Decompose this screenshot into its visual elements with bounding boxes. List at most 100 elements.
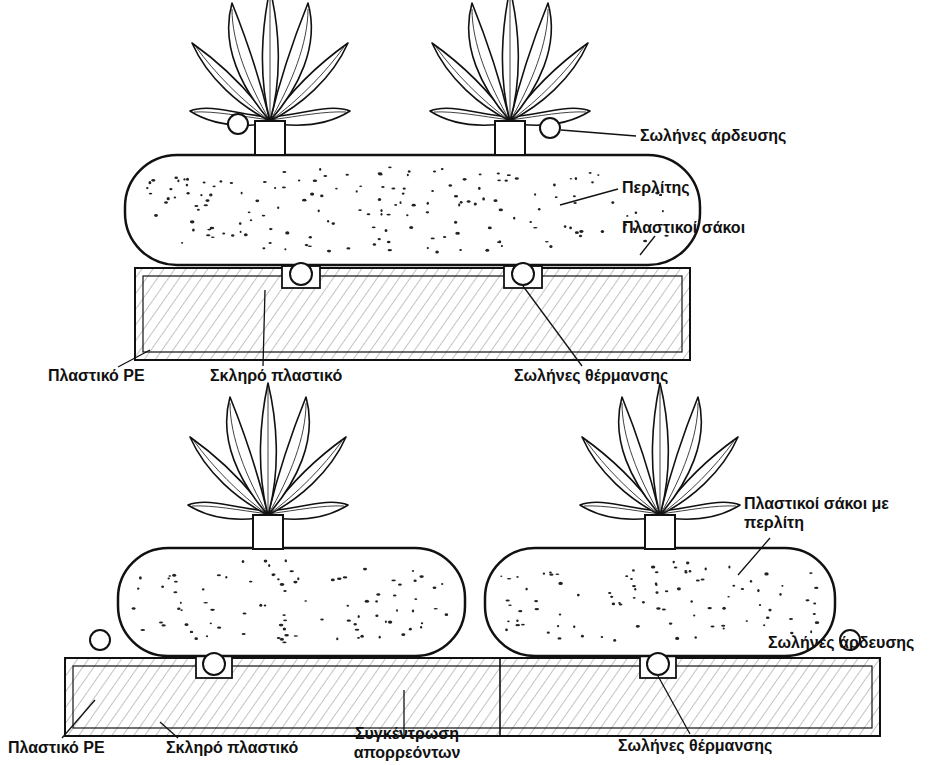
perlite-dot <box>579 235 582 237</box>
perlite-dot <box>391 188 395 190</box>
perlite-dot <box>708 607 712 609</box>
perlite-dot <box>356 190 358 192</box>
perlite-dot <box>250 219 252 221</box>
perlite-dot <box>380 209 382 212</box>
perlite-dot <box>378 198 381 201</box>
perlite-dot <box>343 576 348 578</box>
perlite-dot <box>508 604 512 606</box>
perlite-dot <box>310 193 314 196</box>
perlite-dot <box>482 197 485 200</box>
perlite-dot <box>181 609 183 611</box>
perlite-dot <box>420 626 422 628</box>
perlite-dot <box>269 242 272 244</box>
perlite-dot <box>488 227 492 230</box>
perlite-dot <box>159 621 163 623</box>
perlite-dot <box>327 250 331 253</box>
perlite-dot <box>146 187 148 189</box>
perlite-dot <box>277 637 281 639</box>
perlite-dot <box>674 566 678 568</box>
perlite-dot <box>723 628 725 630</box>
perlite-dot <box>210 609 215 611</box>
perlite-dot <box>297 577 299 580</box>
perlite-dot <box>412 204 416 207</box>
perlite-dot <box>381 213 383 216</box>
perlite-dot <box>538 208 541 211</box>
perlite-dot <box>213 185 216 187</box>
perlite-dot <box>132 607 136 610</box>
perlite-dot <box>283 590 286 592</box>
perlite-dot <box>378 172 383 174</box>
perlite-dot <box>194 637 198 640</box>
perlite-dot <box>525 588 527 591</box>
perlite-dot <box>186 184 188 187</box>
perlite-dot <box>643 240 647 243</box>
perlite-dot <box>630 578 633 580</box>
perlite-dot <box>302 199 306 202</box>
perlite-dot <box>625 575 628 577</box>
perlite-dot <box>139 576 142 579</box>
perlite-dot <box>515 624 520 626</box>
perlite-dot <box>764 572 768 575</box>
perlite-dot <box>231 234 234 237</box>
perlite-dot <box>174 176 178 179</box>
perlite-dot <box>381 186 384 188</box>
perlite-dot <box>346 174 349 176</box>
perlite-dot <box>507 578 511 580</box>
perlite-dot <box>359 185 362 187</box>
perlite-dot <box>634 588 636 590</box>
perlite-dot <box>581 635 584 638</box>
perlite-dot <box>186 178 189 181</box>
perlite-dot <box>696 580 700 582</box>
perlite-dot <box>601 636 604 638</box>
perlite-dot <box>185 623 189 626</box>
perlite-dot <box>529 221 532 223</box>
perlite-dot <box>409 628 412 631</box>
perlite-dot <box>401 633 405 636</box>
perlite-dot <box>626 215 628 217</box>
perlite-dot <box>283 620 287 622</box>
perlite-dot <box>610 596 613 598</box>
perlite-dot <box>553 184 556 187</box>
perlite-dot <box>205 199 209 202</box>
perlite-dot <box>406 214 408 216</box>
perlite-dot <box>379 636 381 639</box>
perlite-dot <box>346 247 350 249</box>
perlite-dot <box>347 620 351 622</box>
perlite-dot <box>210 623 212 625</box>
perlite-dot <box>177 608 180 610</box>
perlite-dot <box>611 201 614 204</box>
perlite-dot <box>365 600 369 603</box>
perlite-dot <box>419 575 423 578</box>
callout-label: Πλαστικό PE <box>48 366 188 385</box>
perlite-dot <box>202 588 205 590</box>
perlite-dot <box>151 179 155 182</box>
callout-label: Σωλήνες θέρμανσης <box>618 736 818 755</box>
perlite-dot <box>601 230 604 233</box>
perlite-dot <box>728 566 730 569</box>
perlite-dot <box>809 572 812 574</box>
perlite-dot <box>662 608 666 610</box>
perlite-dot <box>655 582 657 585</box>
perlite-dot <box>161 585 164 588</box>
perlite-dot <box>154 214 158 217</box>
perlite-dot <box>282 614 285 616</box>
callout-label: Πλαστικό PE <box>8 738 138 757</box>
perlite-dot <box>543 573 545 575</box>
perlite-dot <box>408 170 411 172</box>
perlite-dot <box>230 182 233 184</box>
perlite-dot <box>168 575 171 577</box>
perlite-dot <box>521 624 525 626</box>
perlite-dot <box>242 560 245 563</box>
perlite-dot <box>449 184 453 187</box>
perlite-dot <box>407 174 409 176</box>
perlite-dot <box>313 179 317 182</box>
perlite-dot <box>534 193 536 195</box>
perlite-dot <box>555 196 558 198</box>
perlite-dot <box>575 177 577 180</box>
perlite-dot <box>262 247 265 249</box>
perlite-dot <box>167 197 170 200</box>
perlite-dot <box>294 635 299 637</box>
perlite-dot <box>259 604 262 607</box>
perlite-dot <box>564 225 567 228</box>
perlite-dot <box>272 573 275 576</box>
